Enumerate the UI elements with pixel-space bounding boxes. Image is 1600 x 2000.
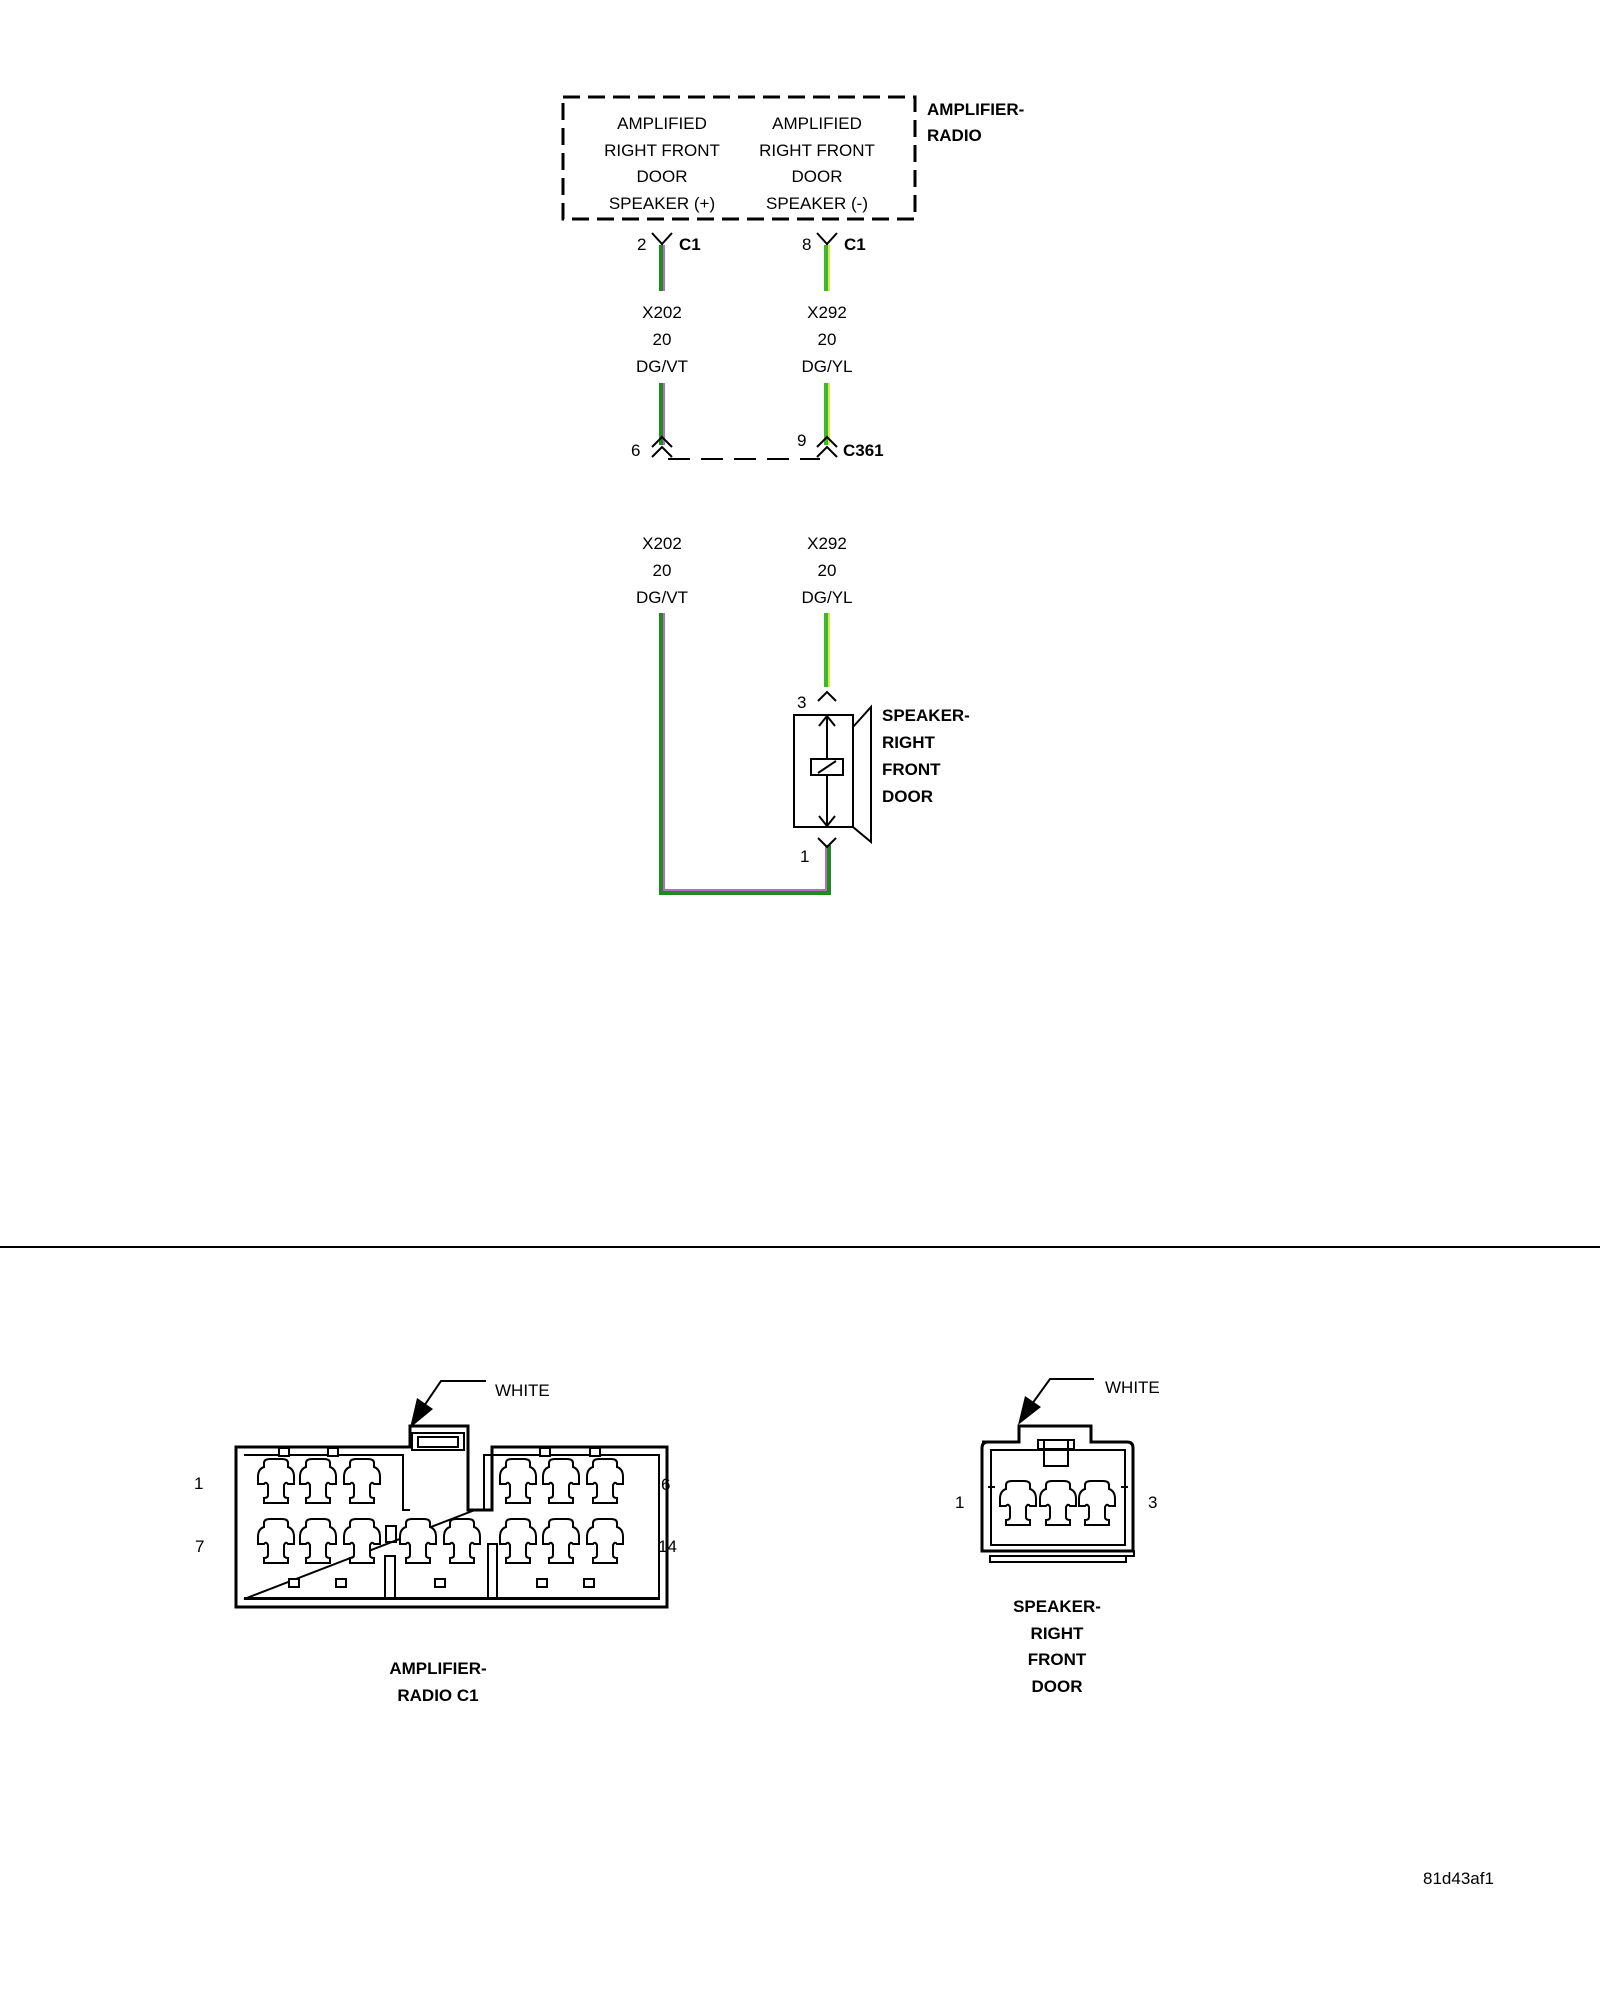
- amp-cavity-14: [586, 1518, 624, 1564]
- speaker-name-line-4: DOOR: [882, 787, 933, 806]
- amp-pin-bottom-right: 14: [658, 1537, 677, 1556]
- speaker-cavity-2: [1039, 1480, 1077, 1526]
- module-pin-left-line-1: AMPLIFIED: [617, 114, 707, 133]
- speaker-cavity-1: [999, 1480, 1037, 1526]
- lower-wire-labels: X202 20 DG/VT X292 20 DG/YL: [636, 534, 852, 607]
- amp-cavity-6: [586, 1458, 624, 1504]
- module-pin-left-line-4: SPEAKER (+): [609, 194, 715, 213]
- wire-x202-upper: [659, 245, 665, 291]
- amp-connector-name-line-2: RADIO C1: [397, 1686, 478, 1705]
- amp-pin-bottom-left: 7: [195, 1537, 204, 1556]
- amp-cavity-4: [499, 1458, 537, 1504]
- c361-right-pin: 9: [797, 431, 806, 450]
- speaker-connector-color: WHITE: [1105, 1378, 1160, 1397]
- amp-cavity-7: [257, 1518, 295, 1564]
- wire-x292-upper: [824, 245, 830, 291]
- wire-x292-lower: [824, 613, 830, 687]
- plug-connector-icon: [817, 837, 837, 849]
- speaker-connector-view: WHITE 1 3 SPEAKER- RIGHT FRONT DOOR: [955, 1378, 1160, 1696]
- speaker-right-front-door: 3 1 SPEAKER- RIGHT FRONT DOOR: [793, 690, 970, 866]
- c1-right-name: C1: [844, 235, 866, 254]
- amp-pin-top-left: 1: [194, 1474, 203, 1493]
- wire-speaker-return: [825, 845, 831, 895]
- wire-lower-right-circuit: X292: [807, 534, 847, 553]
- module-name-line-1: AMPLIFIER-: [927, 100, 1024, 119]
- module-pin-left-description: AMPLIFIED RIGHT FRONT DOOR SPEAKER (+): [604, 114, 720, 213]
- wire-x202-middle: [659, 383, 665, 445]
- wire-upper-left-color: DG/VT: [636, 357, 688, 376]
- module-pin-left-line-3: DOOR: [637, 167, 688, 186]
- amp-cavity-11: [443, 1518, 481, 1564]
- wire-x292-middle: [824, 383, 830, 445]
- module-pin-left-line-2: RIGHT FRONT: [604, 141, 720, 160]
- c361-name: C361: [843, 441, 884, 460]
- module-pin-right-line-4: SPEAKER (-): [766, 194, 868, 213]
- connector-c1: 2 C1 8 C1: [637, 232, 866, 256]
- arrow-icon: [410, 1380, 486, 1428]
- wire-lower-right-color: DG/YL: [801, 588, 852, 607]
- speaker-cavity-3: [1078, 1480, 1116, 1526]
- amp-cavity-5: [542, 1458, 580, 1504]
- c1-right-pin: 8: [802, 235, 811, 254]
- plug-connector-icon: [817, 690, 837, 702]
- wire-upper-left-circuit: X202: [642, 303, 682, 322]
- amp-cavity-10: [399, 1518, 437, 1564]
- speaker-connector-name-line-2: RIGHT: [1031, 1624, 1085, 1643]
- speaker-name-line-2: RIGHT: [882, 733, 936, 752]
- wire-x202-lower: [659, 613, 831, 895]
- amp-cavity-2: [299, 1458, 337, 1504]
- speaker-connector-name-line-3: FRONT: [1028, 1650, 1087, 1669]
- speaker-connector-name-line-1: SPEAKER-: [1013, 1597, 1101, 1616]
- c1-left-name: C1: [679, 235, 701, 254]
- speaker-top-pin: 3: [797, 693, 806, 712]
- wire-lower-left-circuit: X202: [642, 534, 682, 553]
- amp-cavity-3: [343, 1458, 381, 1504]
- speaker-name-line-3: FRONT: [882, 760, 941, 779]
- amp-cavity-9: [343, 1518, 381, 1564]
- amp-cavity-8: [299, 1518, 337, 1564]
- wire-lower-left-gauge: 20: [653, 561, 672, 580]
- module-pin-right-line-1: AMPLIFIED: [772, 114, 862, 133]
- module-pin-right-line-2: RIGHT FRONT: [759, 141, 875, 160]
- wire-upper-right-gauge: 20: [818, 330, 837, 349]
- amp-connector-name-line-1: AMPLIFIER-: [389, 1659, 486, 1678]
- amp-cavity-13: [542, 1518, 580, 1564]
- module-name-line-2: RADIO: [927, 126, 982, 145]
- wire-lower-right-gauge: 20: [818, 561, 837, 580]
- amplifier-radio-module: AMPLIFIER- RADIO AMPLIFIED RIGHT FRONT D…: [561, 95, 1024, 221]
- speaker-icon: [793, 704, 872, 845]
- speaker-connector-name-line-4: DOOR: [1032, 1677, 1083, 1696]
- wire-upper-right-color: DG/YL: [801, 357, 852, 376]
- module-pin-right-description: AMPLIFIED RIGHT FRONT DOOR SPEAKER (-): [759, 114, 875, 213]
- c361-left-pin: 6: [631, 441, 640, 460]
- document-id: 81d43af1: [1423, 1869, 1494, 1888]
- plug-connector-icon: [816, 435, 838, 458]
- arrow-icon: [1018, 1378, 1094, 1425]
- amplifier-radio-c1-connector-view: WHITE: [194, 1380, 677, 1705]
- speaker-bottom-pin: 1: [800, 847, 809, 866]
- speaker-connector-pin-left: 1: [955, 1493, 964, 1512]
- module-pin-right-line-3: DOOR: [792, 167, 843, 186]
- connector-c361: 6 9 C361: [631, 431, 884, 460]
- amp-connector-color: WHITE: [495, 1381, 550, 1400]
- wire-upper-left-gauge: 20: [653, 330, 672, 349]
- amp-cavity-12: [499, 1518, 537, 1564]
- amp-pin-top-right: 6: [661, 1475, 670, 1494]
- amp-cavity-1: [257, 1458, 295, 1504]
- upper-wire-labels: X202 20 DG/VT X292 20 DG/YL: [636, 303, 852, 376]
- speaker-name-line-1: SPEAKER-: [882, 706, 970, 725]
- wire-segments: [659, 245, 831, 895]
- wire-lower-left-color: DG/VT: [636, 588, 688, 607]
- c1-left-pin: 2: [637, 235, 646, 254]
- wire-upper-right-circuit: X292: [807, 303, 847, 322]
- speaker-connector-pin-right: 3: [1148, 1493, 1157, 1512]
- plug-connector-icon: [651, 435, 673, 458]
